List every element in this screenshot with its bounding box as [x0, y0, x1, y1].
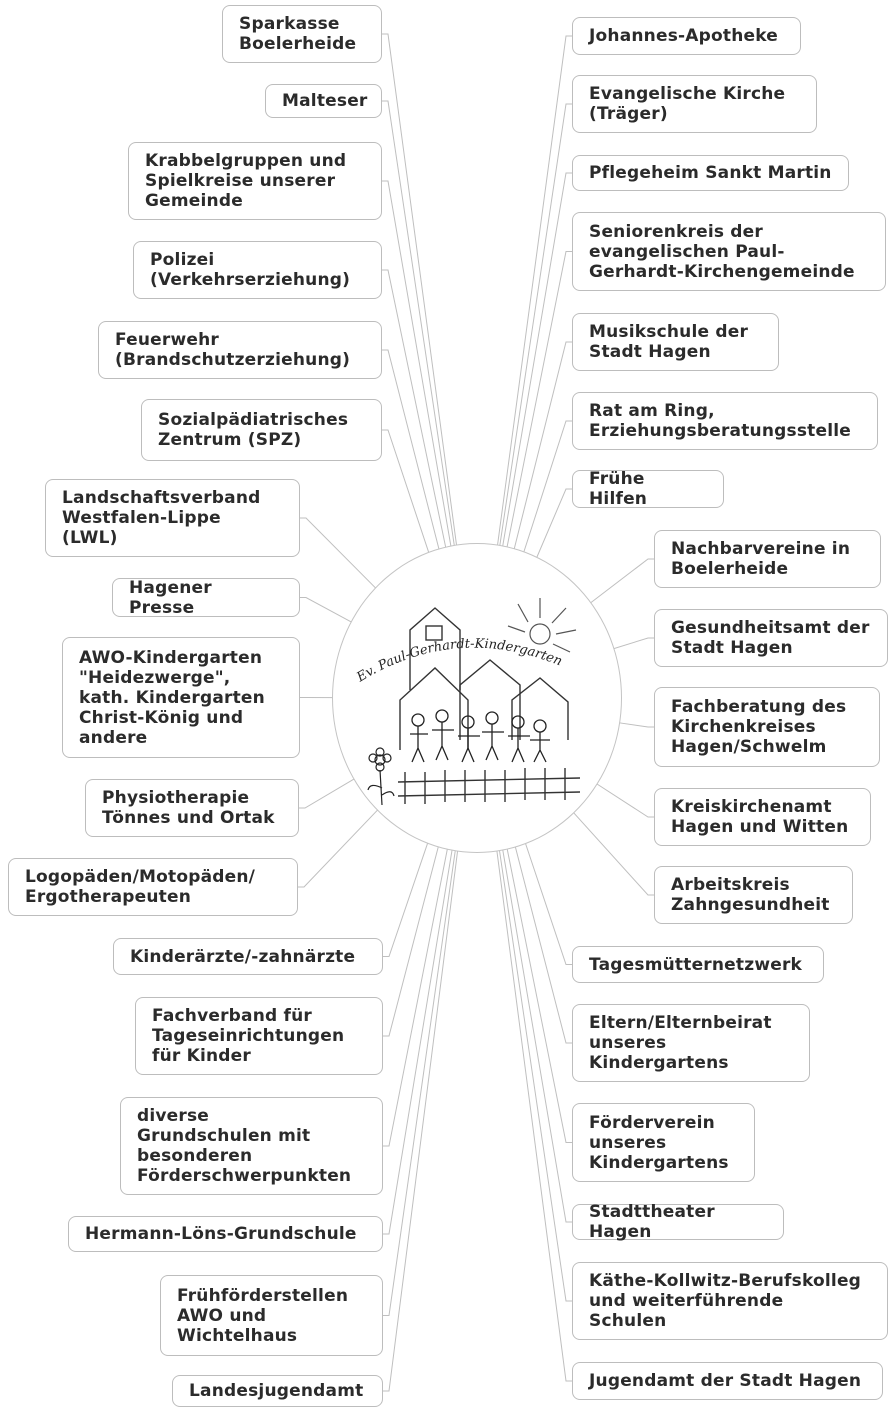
- node-rat-am-ring: Rat am Ring, Erziehungsberatungsstelle: [572, 392, 878, 450]
- node-stadttheater: Stadttheater Hagen: [572, 1202, 784, 1242]
- node-presse: Hagener Presse: [112, 578, 300, 618]
- connector-malteser: [382, 100, 456, 550]
- connector-kreiskirchenamt: [593, 781, 654, 818]
- node-physio: Physiotherapie Tönnes und Ortak: [85, 779, 299, 837]
- node-malteser: Malteser: [265, 84, 382, 118]
- connector-sparkasse: [382, 33, 458, 550]
- node-fruehfoerder: Frühförderstellen AWO und Wichtelhaus: [160, 1275, 383, 1356]
- connector-logo-paeden: [298, 806, 381, 888]
- node-tagesmuetter: Tagesmütternetzwerk: [572, 946, 824, 983]
- children-icon: [410, 709, 550, 763]
- connector-fruehe-hilfen: [534, 488, 572, 562]
- node-ev-kirche: Evangelische Kirche (Träger): [572, 75, 817, 133]
- connector-kollwitz: [498, 846, 572, 1302]
- node-fachverband: Fachverband für Tageseinrichtungen für K…: [135, 997, 383, 1075]
- connector-pflegeheim: [501, 172, 572, 551]
- connector-foerderverein: [505, 844, 572, 1143]
- node-musikschule: Musikschule der Stadt Hagen: [572, 313, 779, 371]
- node-awo-kita: AWO-Kindergarten "Heidezwerge", kath. Ki…: [62, 637, 300, 758]
- node-kreiskirchenamt: Kreiskirchenamt Hagen und Witten: [654, 788, 871, 846]
- node-gesundheitsamt: Gesundheitsamt der Stadt Hagen: [654, 609, 888, 667]
- connector-polizei: [382, 269, 448, 552]
- connector-tagesmuetter: [523, 839, 572, 965]
- node-pflegeheim: Pflegeheim Sankt Martin: [572, 155, 849, 191]
- connector-eltern: [513, 842, 572, 1044]
- node-landesjugendamt: Landesjugendamt: [172, 1375, 383, 1407]
- node-fachberatung: Fachberatung des Kirchenkreises Hagen/Sc…: [654, 687, 880, 767]
- connector-spz: [382, 429, 431, 557]
- connector-musikschule: [512, 341, 572, 553]
- node-nachbarvereine: Nachbarvereine in Boelerheide: [654, 530, 881, 588]
- connector-lwl: [300, 517, 379, 592]
- connector-grundschulen: [383, 845, 449, 1147]
- fence-icon: [397, 768, 581, 804]
- connector-rat-am-ring: [522, 420, 572, 556]
- connector-fruehfoerder: [383, 846, 457, 1316]
- node-sparkasse: Sparkasse Boelerheide: [222, 5, 382, 63]
- connector-landesjugendamt: [383, 846, 459, 1392]
- connector-feuerwehr: [382, 349, 441, 554]
- connector-ev-kirche: [498, 103, 572, 550]
- center-circle: [332, 543, 622, 853]
- node-krabbelgruppen: Krabbelgruppen und Spielkreise unserer G…: [128, 142, 382, 220]
- sun-icon: [507, 598, 577, 653]
- node-kollwitz: Käthe-Kollwitz-Berufskolleg und weiterfü…: [572, 1262, 888, 1340]
- node-loens: Hermann-Löns-Grundschule: [68, 1216, 383, 1252]
- node-foerderverein: Förderverein unseres Kindergartens: [572, 1103, 755, 1182]
- node-grundschulen: diverse Grundschulen mit besonderen Förd…: [120, 1097, 383, 1195]
- connector-arbeitskreis: [570, 809, 654, 896]
- node-eltern: Eltern/Elternbeirat unseres Kindergarten…: [572, 1004, 810, 1082]
- node-polizei: Polizei (Verkehrserziehung): [133, 241, 382, 299]
- node-logo-paeden: Logopäden/Motopäden/ Ergotherapeuten: [8, 858, 298, 916]
- node-seniorenkreis: Seniorenkreis der evangelischen Paul- Ge…: [572, 212, 886, 291]
- connector-kinderaerzte: [383, 839, 430, 957]
- node-arbeitskreis: Arbeitskreis Zahngesundheit: [654, 866, 853, 924]
- connector-stadttheater: [501, 845, 572, 1223]
- node-kinderaerzte: Kinderärzte/-zahnärzte: [113, 938, 383, 975]
- connector-krabbelgruppen: [382, 180, 453, 551]
- connector-gesundheitsamt: [610, 637, 654, 651]
- node-apotheke: Johannes-Apotheke: [572, 17, 801, 55]
- connector-nachbarvereine: [587, 558, 654, 606]
- node-lwl: Landschaftsverband Westfalen-Lippe (LWL): [45, 479, 300, 557]
- node-jugendamt: Jugendamt der Stadt Hagen: [572, 1362, 883, 1400]
- logo-text: Ev. Paul-Gerhardt-Kindergarten: [354, 637, 565, 686]
- node-feuerwehr: Feuerwehr (Brandschutzerziehung): [98, 321, 382, 379]
- connector-presse: [300, 597, 355, 625]
- flower-icon: [367, 747, 395, 806]
- connector-fachverband: [383, 842, 440, 1037]
- connector-fachberatung: [615, 721, 654, 728]
- node-fruehe-hilfen: Frühe Hilfen: [572, 469, 724, 509]
- buildings-icon: [399, 607, 569, 750]
- kindergarten-logo: Ev. Paul-Gerhardt-Kindergarten: [354, 598, 581, 806]
- node-spz: Sozialpädiatrisches Zentrum (SPZ): [141, 399, 382, 461]
- connector-jugendamt: [495, 846, 572, 1382]
- connector-physio: [299, 776, 358, 809]
- connector-apotheke: [496, 35, 572, 550]
- connector-loens: [383, 846, 454, 1235]
- connector-seniorenkreis: [505, 251, 572, 552]
